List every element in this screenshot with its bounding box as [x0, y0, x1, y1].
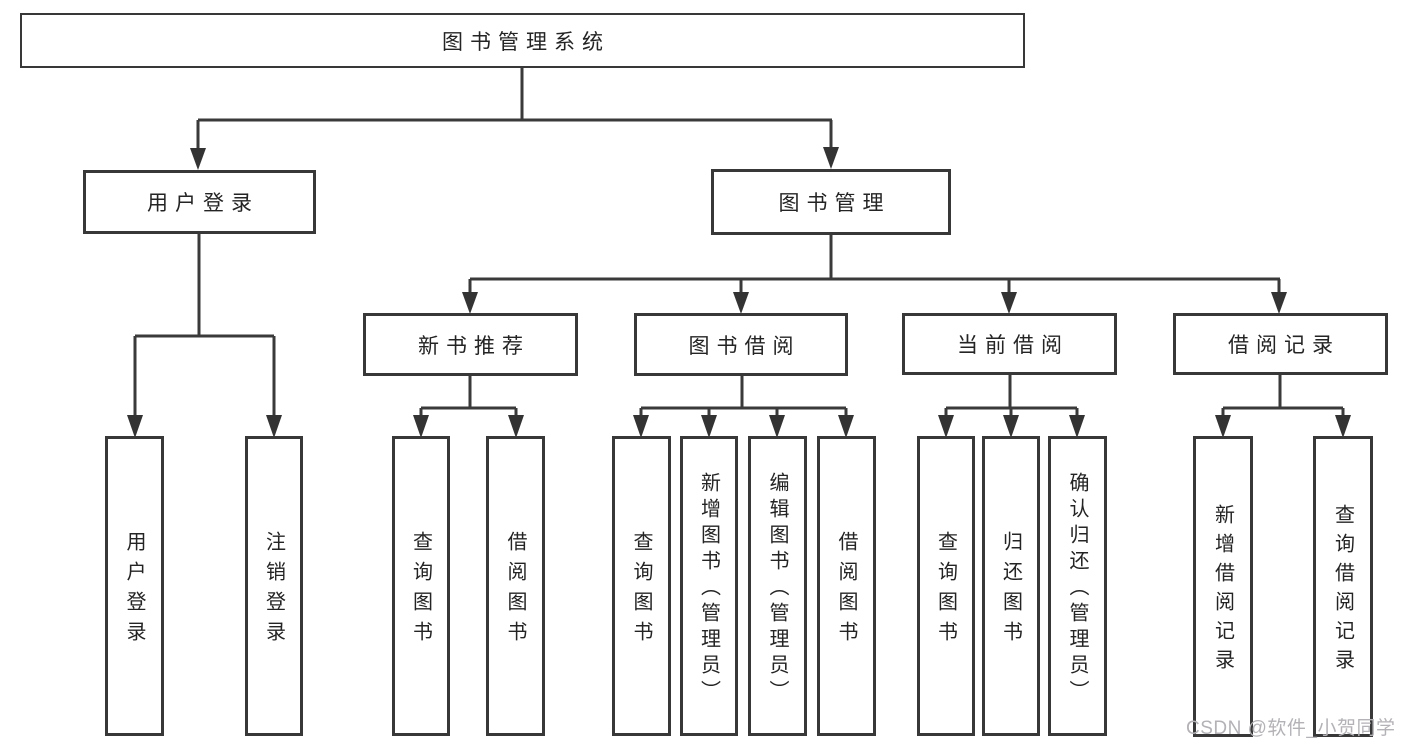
node-label: 借阅记录	[1228, 334, 1340, 357]
node-label: 用户登录	[147, 192, 259, 215]
node-label: 图书管理	[778, 192, 891, 215]
leaf-user-login: 用户登录	[105, 436, 164, 736]
connector-root-to-level2	[190, 68, 839, 170]
node-label: 归还图书	[999, 531, 1022, 651]
node-label: 借阅图书	[504, 531, 526, 651]
leaf-logout-login: 注销登录	[245, 436, 303, 736]
node-borrow-records: 借阅记录	[1173, 313, 1388, 375]
node-book-management: 图书管理	[711, 169, 951, 235]
node-label: 查询图书	[630, 531, 652, 651]
node-label: 新书推荐	[418, 334, 530, 358]
node-label: 借阅图书	[835, 531, 857, 651]
node-book-borrow: 图书借阅	[634, 313, 848, 376]
node-label: 图书借阅	[688, 334, 801, 358]
connector-current-to-leaves	[938, 375, 1085, 438]
connector-bookmgmt-to-level3	[462, 235, 1287, 314]
node-user-login-branch: 用户登录	[83, 170, 316, 234]
node-label: 新增图书（管理员）	[697, 472, 720, 706]
node-label: 确认归还（管理员）	[1066, 472, 1088, 706]
node-label: 用户登录	[123, 531, 145, 651]
leaf-add-borrow-record: 新增借阅记录	[1193, 436, 1253, 737]
leaf-query-books-borrow: 查询图书	[612, 436, 671, 736]
connector-records-to-leaves	[1215, 375, 1351, 438]
node-root-system: 图书管理系统	[20, 13, 1025, 68]
leaf-borrow-books: 借阅图书	[817, 436, 876, 736]
node-label: 注销登录	[262, 531, 285, 651]
node-label: 当前借阅	[957, 334, 1069, 357]
connector-borrow-to-leaves	[633, 376, 854, 438]
leaf-return-books: 归还图书	[982, 436, 1040, 736]
leaf-query-books-recommend: 查询图书	[392, 436, 450, 736]
csdn-watermark: CSDN @软件_小贺同学	[1186, 718, 1396, 739]
leaf-query-borrow-record: 查询借阅记录	[1313, 436, 1373, 737]
node-label: 查询图书	[934, 531, 957, 651]
leaf-borrow-books-recommend: 借阅图书	[486, 436, 545, 736]
node-label: 新增借阅记录	[1211, 504, 1234, 678]
leaf-add-book-admin: 新增图书（管理员）	[680, 436, 738, 736]
connector-newrec-to-leaves	[413, 376, 524, 438]
node-label: 编辑图书（管理员）	[766, 472, 788, 706]
node-new-book-recommend: 新书推荐	[363, 313, 578, 376]
leaf-query-books-current: 查询图书	[917, 436, 975, 736]
node-label: 查询借阅记录	[1331, 504, 1354, 678]
connector-userlogin-to-leaves	[127, 234, 282, 438]
leaf-edit-book-admin: 编辑图书（管理员）	[748, 436, 807, 736]
node-label: 查询图书	[409, 531, 432, 651]
node-label: 图书管理系统	[442, 30, 610, 54]
leaf-confirm-return-admin: 确认归还（管理员）	[1048, 436, 1107, 736]
node-current-borrow: 当前借阅	[902, 313, 1117, 375]
